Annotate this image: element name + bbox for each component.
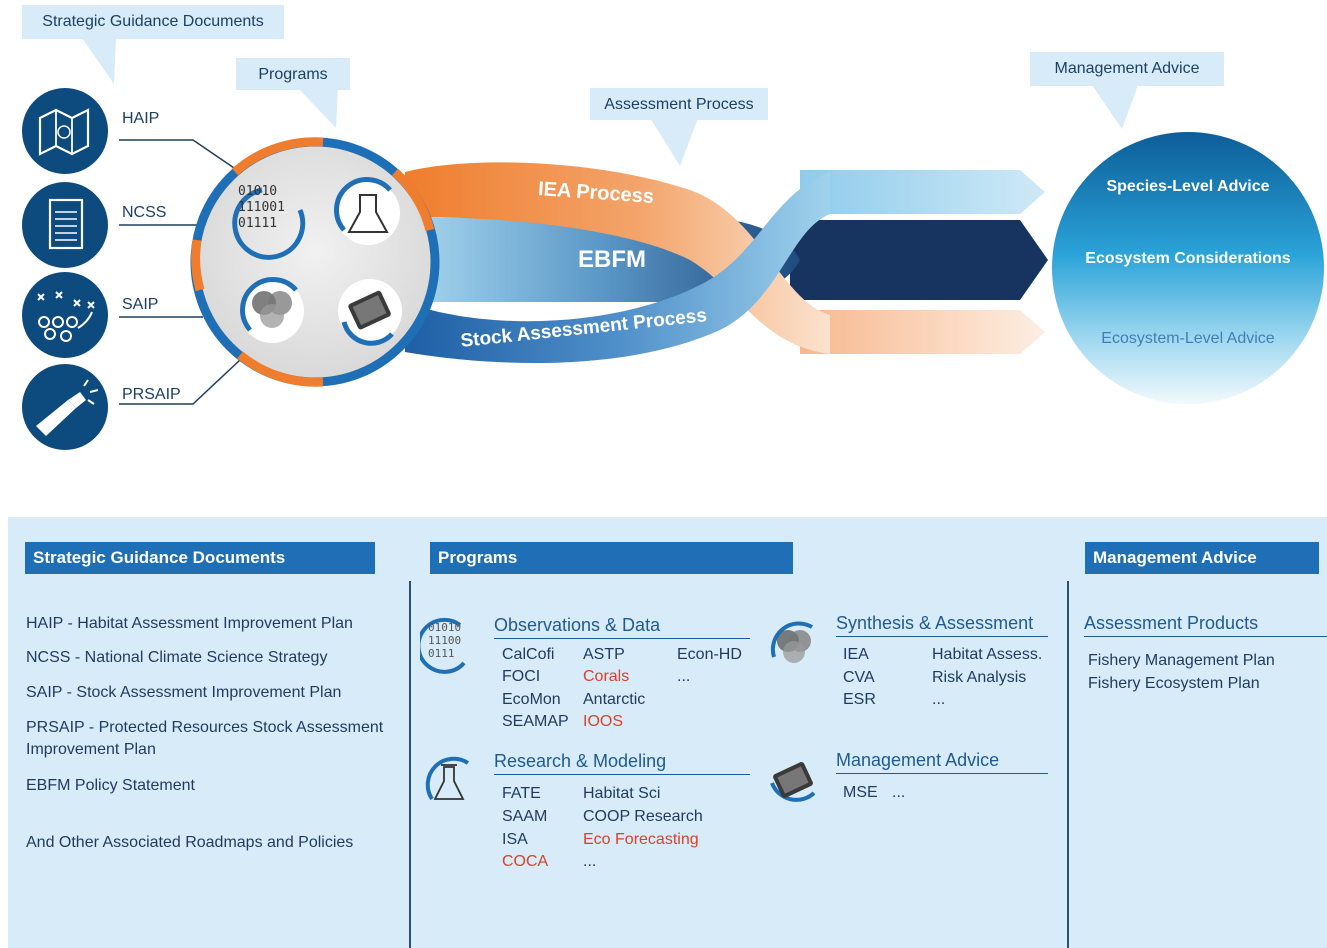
diagram-graphics [119, 132, 1324, 405]
prsaip-label: PRSAIP [122, 386, 181, 403]
document-item: NCSS - National Climate Science Strategy [26, 649, 328, 666]
ring-orange-top [232, 137, 324, 176]
ring-orange-bottom [237, 351, 324, 387]
program-item: Econ-HD [677, 646, 742, 663]
saip-label: SAIP [122, 296, 159, 313]
binary-data-text: 01010 111001 01111 [238, 184, 285, 231]
ecosystem-considerations: Ecosystem Considerations [1085, 250, 1291, 267]
program-item: IEA [843, 646, 869, 663]
program-item: FATE [502, 785, 541, 802]
program-item: Antarctic [583, 691, 646, 708]
program-item-highlight: Eco Forecasting [583, 831, 699, 848]
header-strategic: Strategic Guidance Documents [25, 542, 375, 574]
program-item: ISA [502, 831, 528, 848]
callout-management-pointer [1092, 85, 1138, 129]
flashlight-icon [22, 364, 108, 450]
ring-orange-left [191, 239, 205, 292]
product-item: Fishery Ecosystem Plan [1088, 675, 1260, 692]
program-item: FOCI [502, 668, 541, 685]
program-item: ... [932, 691, 946, 708]
ebfm-label: EBFM [578, 246, 646, 273]
document-item: PRSAIP - Protected Resources Stock Asses… [26, 719, 384, 758]
ecosystem-output-arrow [800, 310, 1045, 354]
observations-icon: 01010 11100 0111 [420, 617, 478, 675]
program-item: ESR [843, 691, 876, 708]
ecosystem-level-advice: Ecosystem-Level Advice [1101, 330, 1275, 347]
ring-orange-right [391, 168, 435, 232]
research-flask-icon [420, 753, 478, 811]
iea-process-band [405, 162, 830, 354]
program-item: MSE [843, 784, 878, 801]
program-item: CalCofi [502, 646, 555, 663]
callout-management-label: Management Advice [1054, 60, 1200, 77]
prsaip-connector [119, 359, 241, 405]
callout-assessment-pointer [650, 118, 698, 166]
products-title: Assessment Products [1084, 613, 1327, 637]
species-output-arrow [800, 170, 1045, 214]
program-item: ... [677, 668, 691, 685]
synthesis-title: Synthesis & Assessment [836, 613, 1048, 637]
document-icon [22, 182, 108, 268]
research-title: Research & Modeling [494, 751, 750, 775]
callout-assessment-label: Assessment Process [604, 96, 754, 113]
product-item: Fishery Management Plan [1088, 652, 1275, 669]
ebfm-output-arrow [790, 220, 1048, 300]
program-item-highlight: COCA [502, 853, 549, 870]
program-item: SAAM [502, 808, 548, 825]
ncss-label: NCSS [122, 204, 167, 221]
header-management: Management Advice [1085, 542, 1319, 574]
document-item: HAIP - Habitat Assessment Improvement Pl… [26, 615, 353, 632]
management-tablet-icon [764, 753, 822, 811]
stock-assessment-band [405, 172, 830, 363]
venn-icon [240, 277, 304, 343]
observations-title: Observations & Data [494, 615, 750, 639]
haip-connector [119, 139, 241, 173]
callout-programs-pointer [298, 88, 338, 128]
document-item: And Other Associated Roadmaps and Polici… [26, 834, 354, 851]
callout-programs-label: Programs [258, 66, 328, 83]
playbook-icon [22, 272, 108, 358]
advice-circle [1052, 132, 1324, 404]
callout-strategic-label: Strategic Guidance Documents [42, 13, 264, 30]
haip-label: HAIP [122, 110, 160, 127]
separator-left [409, 581, 411, 948]
legend-panel: Strategic Guidance Documents Programs Ma… [8, 517, 1327, 948]
program-item: Habitat Sci [583, 785, 661, 802]
program-item-highlight: Corals [583, 668, 630, 685]
program-item: ... [583, 853, 597, 870]
program-item: CVA [843, 669, 875, 686]
program-item: Habitat Assess. [932, 646, 1043, 663]
map-icon [22, 88, 108, 174]
species-level-advice: Species-Level Advice [1106, 178, 1270, 195]
data-icon [232, 187, 306, 260]
management-programs-title: Management Advice [836, 750, 1048, 774]
separator-right [1067, 581, 1069, 948]
program-item: Risk Analysis [932, 669, 1027, 686]
observations-icon-text: 01010 11100 0111 [428, 621, 462, 660]
tablet-icon [338, 279, 402, 346]
synthesis-venn-icon [764, 617, 822, 675]
callout-assessment: Assessment Process [590, 88, 768, 120]
program-item: EcoMon [502, 691, 561, 708]
callout-strategic-pointer [82, 38, 116, 84]
document-item: SAIP - Stock Assessment Improvement Plan [26, 684, 342, 701]
header-programs: Programs [430, 542, 793, 574]
program-item: SEAMAP [502, 713, 569, 730]
process-diagram: Strategic Guidance Documents Programs As… [0, 0, 1327, 470]
program-item: ASTP [583, 646, 625, 663]
document-item: EBFM Policy Statement [26, 777, 195, 794]
program-item: ... [892, 784, 906, 801]
flask-icon [334, 177, 400, 245]
program-item: COOP Research [583, 808, 703, 825]
callout-management: Management Advice [1030, 52, 1224, 86]
callout-strategic: Strategic Guidance Documents [22, 5, 284, 39]
program-item-highlight: IOOS [583, 713, 624, 730]
callout-programs: Programs [236, 58, 350, 90]
